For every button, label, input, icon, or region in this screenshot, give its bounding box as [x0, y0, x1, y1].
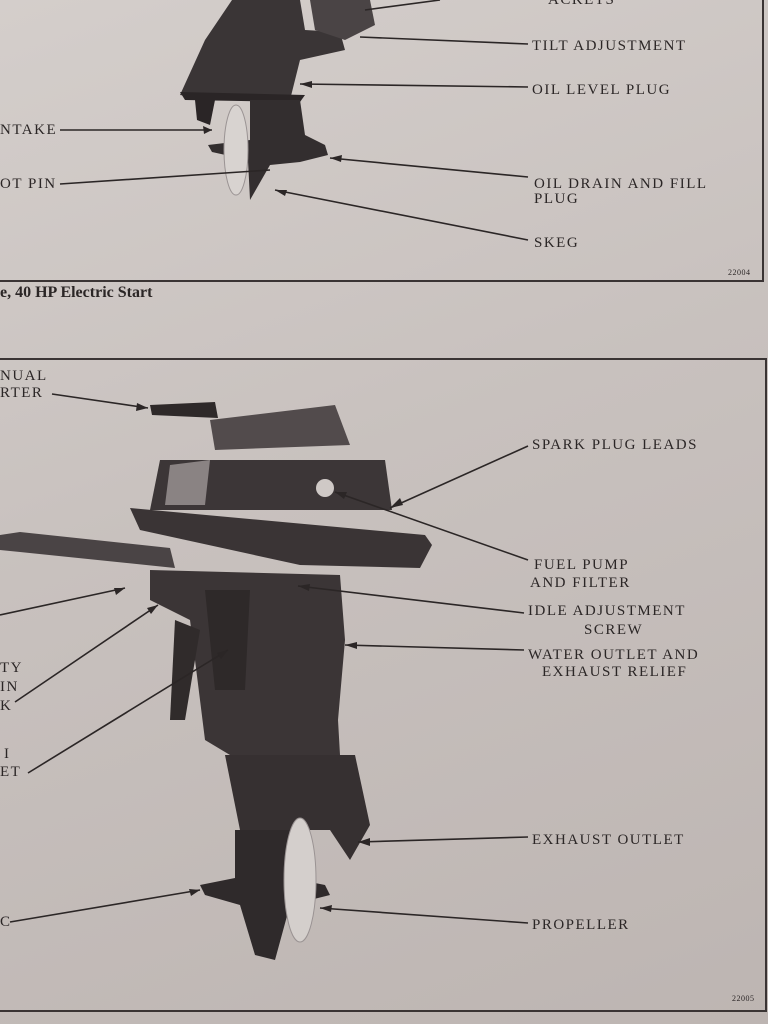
label-water-outlet-line1: WATER OUTLET AND [528, 647, 700, 663]
label-oil-level-plug: OIL LEVEL PLUG [532, 82, 672, 98]
label-exhaust-outlet: EXHAUST OUTLET [532, 832, 685, 848]
figure-caption: e, 40 HP Electric Start [0, 284, 153, 301]
label-outlet-fragment-line1: I [4, 746, 11, 762]
label-outlet-fragment-line2: ET [0, 764, 22, 780]
label-bottom-fragment: C [0, 914, 12, 930]
label-safety-fragment-line2: IN [0, 679, 19, 695]
top-motor-drawing [180, 0, 375, 200]
top-leader-lines [59, 0, 529, 241]
figure-number-bottom: 22005 [732, 994, 755, 1003]
label-manual-starter-line2: RTER [0, 385, 44, 401]
label-spark-plug-leads: SPARK PLUG LEADS [532, 437, 698, 453]
label-propeller: PROPELLER [532, 917, 630, 933]
label-idle-adjustment-line2: SCREW [584, 622, 644, 638]
label-oil-drain-line2: PLUG [534, 191, 580, 207]
label-idle-adjustment-line1: IDLE ADJUSTMENT [528, 603, 686, 619]
label-fuel-pump-line1: FUEL PUMP [534, 557, 630, 573]
label-safety-fragment-line1: TY [0, 660, 23, 676]
label-tilt-adjustment: TILT ADJUSTMENT [532, 38, 687, 54]
label-intake-fragment: NTAKE [0, 122, 58, 138]
figure-number-top: 22004 [728, 268, 751, 277]
figure-panel-top [0, 0, 764, 282]
label-brackets-fragment: ACKETS [548, 0, 616, 8]
label-pivot-pin-fragment: OT PIN [0, 176, 57, 192]
label-fuel-pump-line2: AND FILTER [530, 575, 631, 591]
label-safety-fragment-line3: K [0, 698, 13, 714]
label-oil-drain-line1: OIL DRAIN AND FILL [534, 176, 708, 192]
bottom-leader-lines [0, 393, 529, 924]
figure-panel-bottom [0, 358, 767, 1012]
label-water-outlet-line2: EXHAUST RELIEF [542, 664, 688, 680]
label-manual-starter-line1: NUAL [0, 368, 48, 384]
bottom-motor-drawing [0, 402, 432, 960]
label-skeg: SKEG [534, 235, 580, 251]
